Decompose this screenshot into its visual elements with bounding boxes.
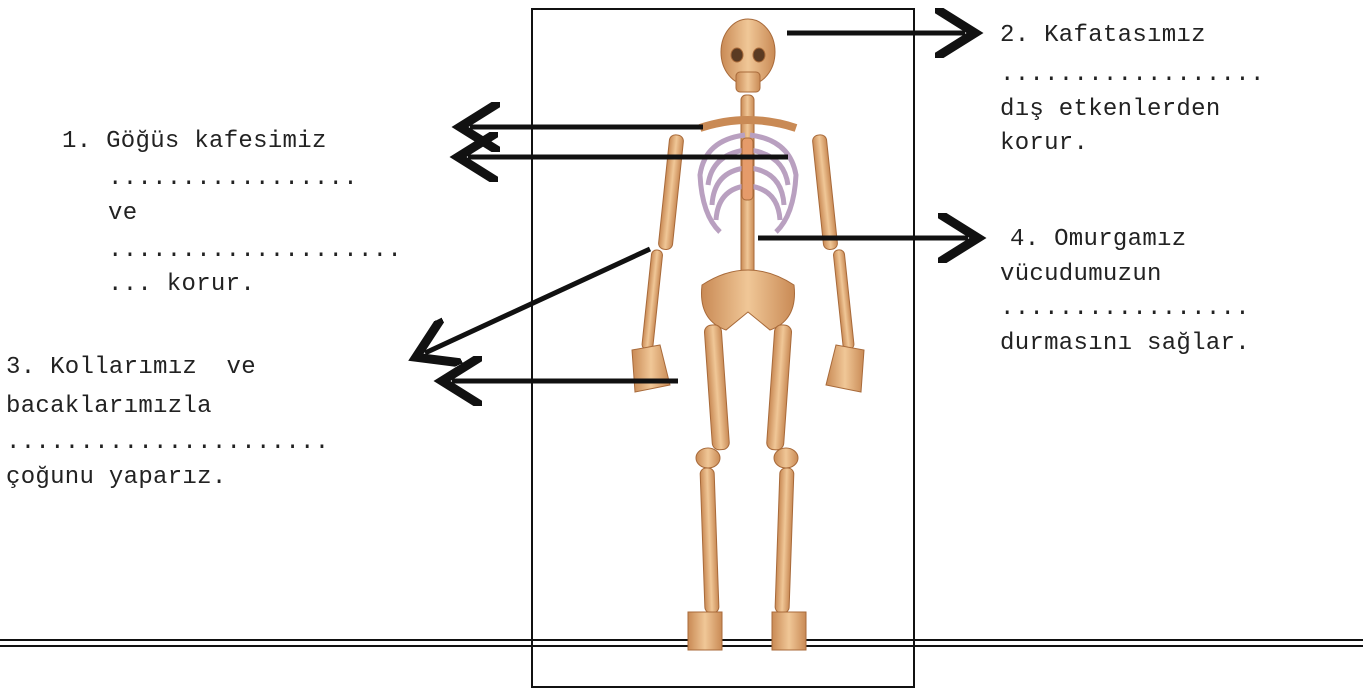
right-humerus bbox=[812, 134, 838, 250]
label-4-line-3: ................. bbox=[1000, 295, 1250, 322]
label-1-line-1: 1. Göğüs kafesimiz bbox=[62, 128, 327, 155]
label-3-line-1: 3. Kollarımız ve bbox=[6, 354, 256, 381]
right-femur bbox=[766, 324, 792, 450]
label-2-line-2: .................. bbox=[1000, 61, 1265, 88]
left-femur bbox=[704, 324, 730, 450]
right-foot bbox=[772, 612, 806, 650]
label-1-line-2: ................. bbox=[108, 165, 358, 192]
arrow-to-arm bbox=[425, 249, 650, 353]
label-2-line-4: korur. bbox=[1000, 130, 1088, 157]
label-3-line-3: ...................... bbox=[6, 429, 329, 456]
left-hand bbox=[632, 345, 670, 392]
label-4-line-1: 4. Omurgamız bbox=[1010, 226, 1186, 253]
pointer-arrows bbox=[425, 33, 968, 381]
label-3-line-4: çoğunu yaparız. bbox=[6, 464, 227, 491]
label-4-line-4: durmasını sağlar. bbox=[1000, 330, 1250, 357]
label-4-line-2: vücudumuzun bbox=[1000, 261, 1162, 288]
label-3-line-2: bacaklarımızla bbox=[6, 393, 212, 420]
skeleton bbox=[632, 19, 864, 650]
right-hand bbox=[826, 345, 864, 392]
left-foot bbox=[688, 612, 722, 650]
label-2-line-3: dış etkenlerden bbox=[1000, 96, 1221, 123]
label-1-line-5: ... korur. bbox=[108, 271, 255, 298]
label-2-line-1: 2. Kafatasımız bbox=[1000, 22, 1206, 49]
left-humerus bbox=[658, 134, 684, 250]
label-1-line-4: .................... bbox=[108, 237, 402, 264]
pelvis bbox=[702, 270, 795, 330]
label-1-line-3: ve bbox=[108, 200, 137, 227]
